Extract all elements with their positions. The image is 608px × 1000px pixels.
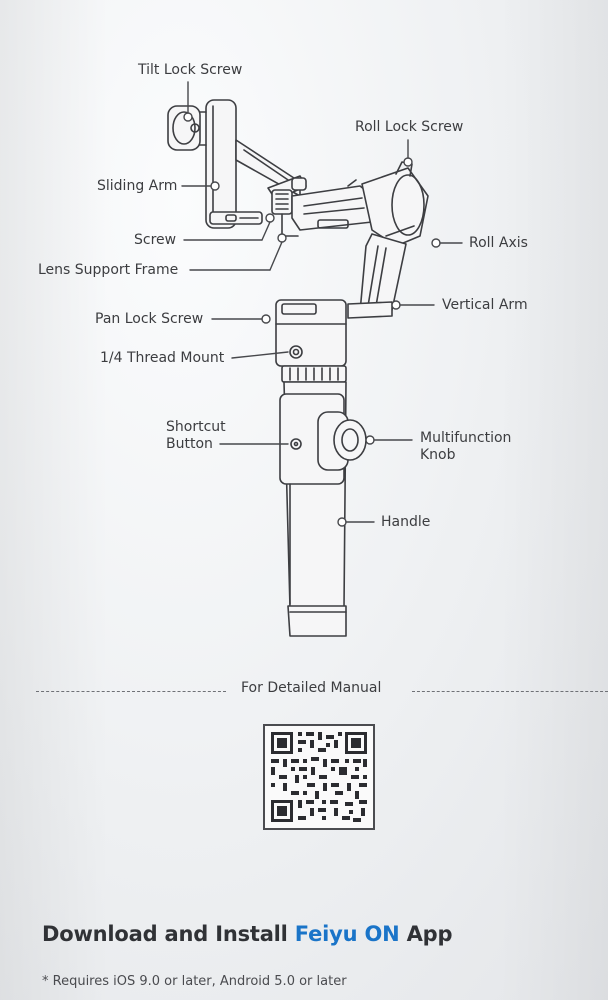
label-tilt-lock-screw: Tilt Lock Screw [138, 62, 243, 78]
tilt-motor-drawing [167, 99, 237, 229]
headline-prefix: Download and Install [42, 922, 295, 946]
pan-base-drawing [275, 299, 347, 383]
divider-right [412, 691, 608, 692]
label-vertical-arm: Vertical Arm [442, 297, 528, 313]
divider-left [36, 691, 226, 692]
gimbal-diagram [167, 81, 463, 637]
leader-lines [181, 81, 463, 527]
headline-suffix: App [399, 922, 453, 946]
qr-code-icon[interactable] [263, 724, 375, 830]
requirements-note: * Requires iOS 9.0 or later, Android 5.0… [42, 974, 347, 989]
label-pan-lock-screw: Pan Lock Screw [95, 311, 204, 327]
app-brand-name: Feiyu ON [294, 922, 400, 946]
label-multifunction-knob: Multifunction Knob [420, 430, 512, 463]
tilt-arm-drawing [291, 179, 379, 231]
roll-motor-drawing [361, 161, 429, 247]
label-handle: Handle [381, 514, 431, 530]
label-sliding-arm: Sliding Arm [97, 178, 178, 194]
label-shortcut-button: Shortcut Button [166, 419, 226, 452]
label-lens-support-frame: Lens Support Frame [38, 262, 179, 278]
manual-divider: For Detailed Manual [0, 680, 608, 700]
label-thread-mount: 1/4 Thread Mount [100, 350, 225, 366]
qr-pattern [271, 732, 367, 822]
label-screw: Screw [134, 232, 177, 248]
download-headline: Download and Install Feiyu ON App [42, 922, 453, 946]
handle-drawing [279, 381, 367, 637]
lens-support-frame-drawing [267, 175, 307, 237]
vertical-arm-drawing [347, 233, 407, 319]
label-roll-lock-screw: Roll Lock Screw [355, 119, 464, 135]
detailed-manual-label: For Detailed Manual [241, 680, 382, 696]
label-roll-axis: Roll Axis [469, 235, 528, 251]
